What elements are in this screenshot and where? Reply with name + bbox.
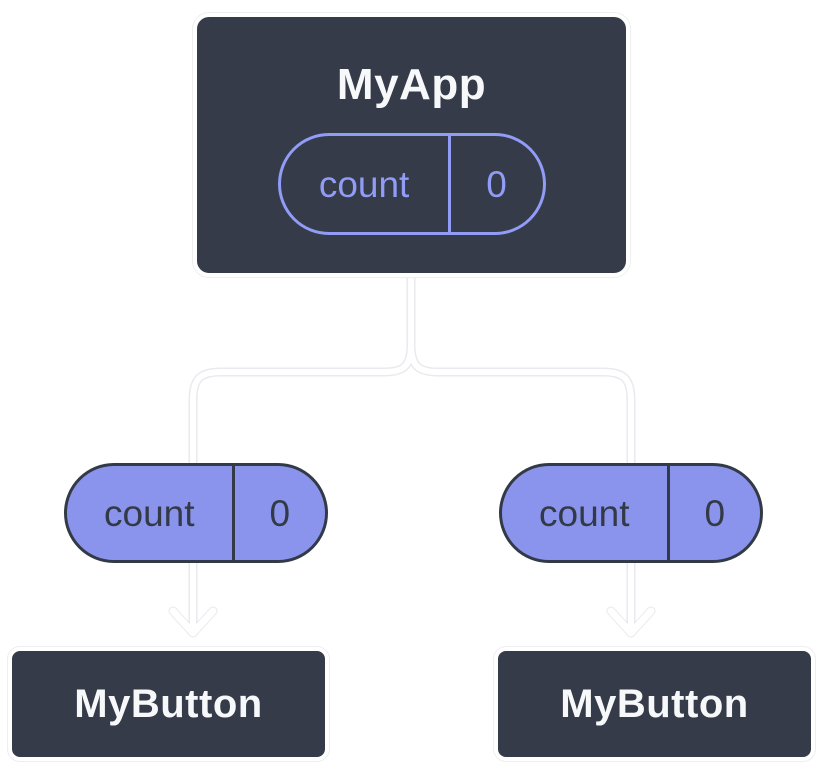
arrow-down-icon [607,607,655,637]
prop-pill-left: count 0 [64,463,328,563]
branch-right-under [406,339,636,467]
myapp-node: MyApp count 0 [193,13,630,277]
state-name: count [318,163,410,205]
branch-line-right [408,341,634,465]
state-name: count [104,492,195,534]
branch-left-under [188,339,416,467]
state-name: count [539,492,630,534]
mybutton-node-right: MyButton [494,647,815,761]
pill-divider [231,466,235,560]
prop-pill-right: count 0 [499,463,763,563]
branch-line-left [190,341,414,465]
state-value: 0 [704,492,726,534]
mybutton-node-left: MyButton [8,647,329,761]
connector-lines [169,272,655,637]
node-title: MyButton [74,681,263,726]
node-title: MyButton [560,681,749,726]
pill-divider [666,466,670,560]
state-value: 0 [269,492,291,534]
state-value: 0 [486,163,507,205]
node-title: MyApp [336,59,487,109]
root-state-pill: count 0 [277,133,546,236]
pill-divider [447,136,451,233]
arrow-down-icon [169,607,217,637]
